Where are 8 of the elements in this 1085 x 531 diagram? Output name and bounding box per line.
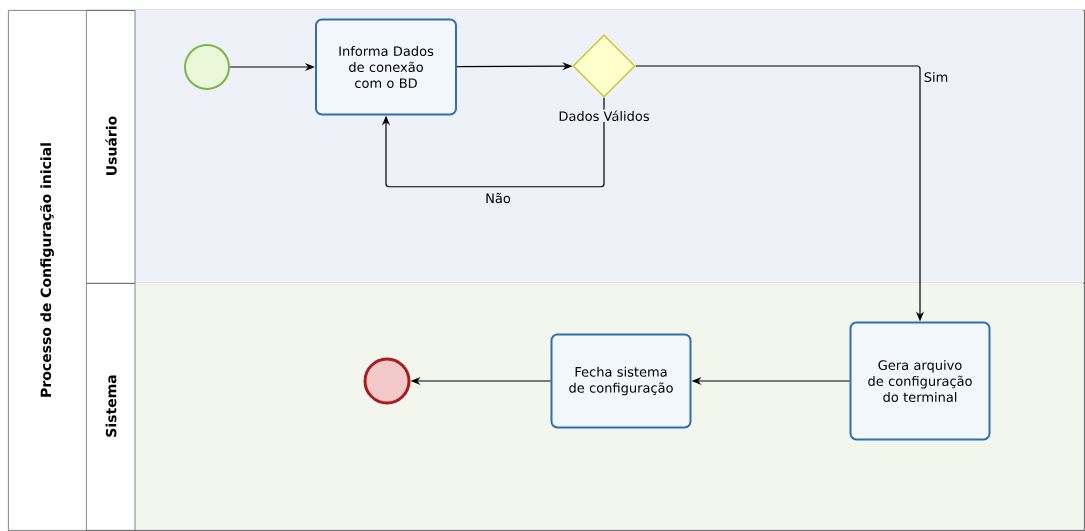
gateway-label: Dados Válidos	[557, 109, 651, 123]
task-box: Informa Dados de conexão com o BD	[315, 18, 457, 116]
task-box: Gera arquivo de configuração do terminal	[849, 321, 991, 441]
arrow	[381, 97, 605, 188]
decision-diamond	[572, 34, 636, 98]
end-event-circle	[363, 357, 411, 405]
task-box: Fecha sistema de configuração	[550, 333, 692, 429]
start-event-circle	[184, 44, 230, 90]
